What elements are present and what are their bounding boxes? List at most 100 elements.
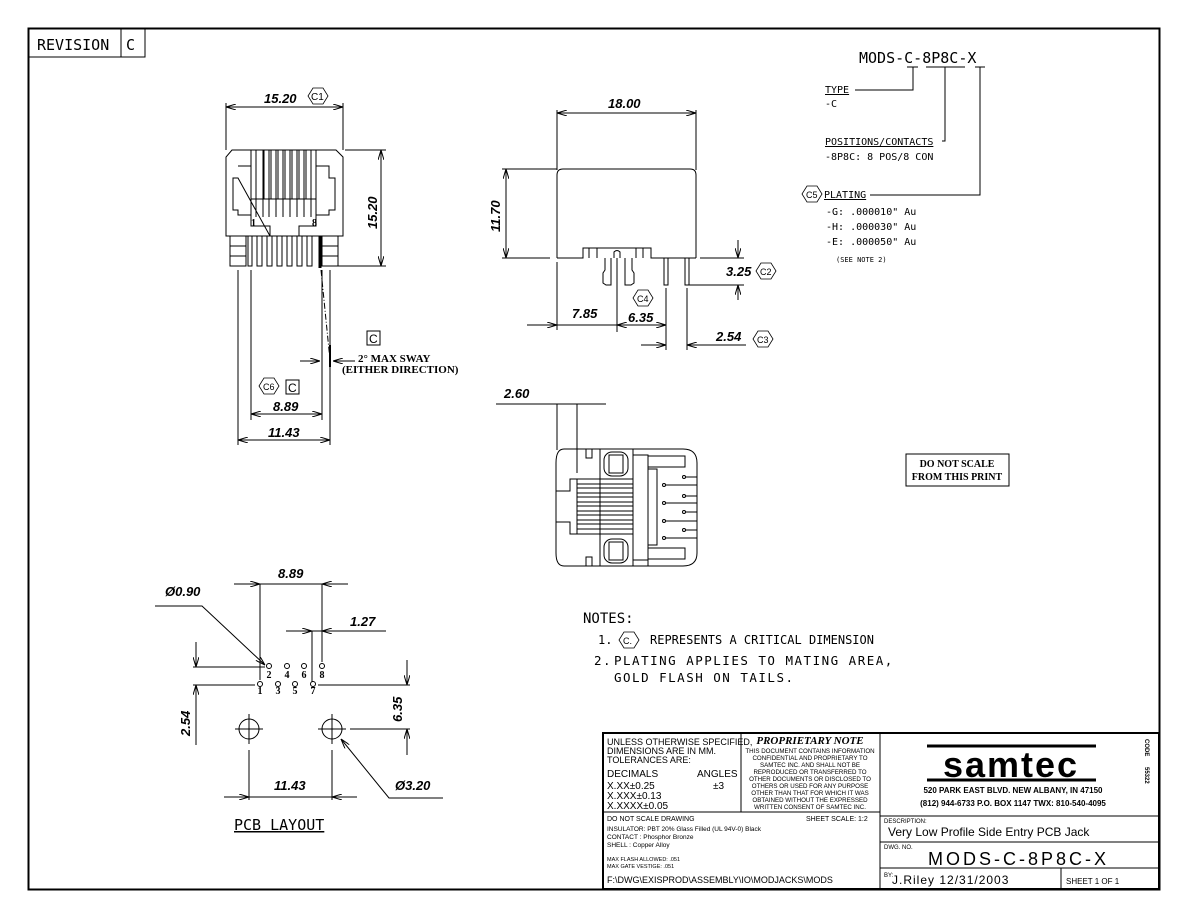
sway-text-1: 2° MAX SWAY xyxy=(358,353,431,365)
callout-part-number: MODS-C-8P8C-X xyxy=(859,49,976,67)
company-address: 520 PARK EAST BLVD. NEW ALBANY, IN 47150 xyxy=(923,786,1103,795)
plating-option-e: -E: .000050" Au xyxy=(826,237,916,248)
material-contact: CONTACT : Phosphor Bronze xyxy=(607,834,694,841)
pcb-pin-2: 2 xyxy=(267,670,272,681)
positions-label: POSITIONS/CONTACTS xyxy=(825,137,933,148)
pcb-pin-3: 3 xyxy=(276,686,281,697)
side-tail-marker: C2 xyxy=(760,267,772,277)
revision-label: REVISION xyxy=(37,36,109,54)
tol-header-3: TOLERANCES ARE: xyxy=(607,755,691,765)
do-not-scale-drawing: DO NOT SCALE DRAWING xyxy=(607,816,695,823)
front-pin-1: 1 xyxy=(251,218,256,229)
front-width-dim: 15.20 xyxy=(264,91,297,106)
prop-line-6: OTHERS OR USED FOR ANY PURPOSE xyxy=(752,783,868,790)
pcb-layout-title: PCB LAYOUT xyxy=(234,816,324,834)
note-2-text: PLATING APPLIES TO MATING AREA, xyxy=(614,653,894,668)
prop-line-1: THIS DOCUMENT CONTAINS INFORMATION xyxy=(745,748,874,755)
by-label: BY: xyxy=(884,873,894,879)
note-1-marker: C. xyxy=(623,636,632,646)
revision-value: C xyxy=(126,36,135,54)
file-path: F:\DWG\EXISPROD\ASSEMBLY\IO\MODJACKS\MOD… xyxy=(607,875,833,885)
plating-label: PLATING xyxy=(824,190,866,201)
front-width-marker: C1 xyxy=(311,92,324,103)
top-offset-dim: 2.60 xyxy=(503,386,530,401)
side-code-2: 55322 xyxy=(1143,767,1149,784)
decimals-label: DECIMALS xyxy=(607,769,658,780)
company-phone: (812) 944-6733 P.O. BOX 1147 TWX: 810-54… xyxy=(920,799,1106,808)
prop-line-8: OBTAINED WITHOUT THE EXPRESSED xyxy=(752,797,868,804)
tol-xx: X.XX±0.25 xyxy=(607,781,655,792)
samtec-logo: samtec xyxy=(927,744,1096,785)
front-rev-flag-1: C xyxy=(369,332,378,346)
type-value: -C xyxy=(825,99,837,110)
angle-tol: ±3 xyxy=(713,781,724,792)
proprietary-title: PROPRIETARY NOTE xyxy=(756,735,863,747)
prop-line-5: OTHER DOCUMENTS OR DISCLOSED TO xyxy=(749,776,871,783)
stamp-line-2: FROM THIS PRINT xyxy=(912,472,1003,483)
front-view: 15.20 C1 1 8 15.20 xyxy=(225,87,459,445)
max-gate: MAX GATE VESTIGE: .051 xyxy=(607,864,674,870)
stamp-line-1: DO NOT SCALE xyxy=(920,459,995,470)
by-value: J.Riley 12/31/2003 xyxy=(892,873,1009,887)
note-2-text-2: GOLD FLASH ON TAILS. xyxy=(614,670,795,685)
dwg-no-label: DWG. NO. xyxy=(884,845,913,851)
description-value: Very Low Profile Side Entry PCB Jack xyxy=(888,825,1090,839)
max-flash: MAX FLASH ALLOWED: .051 xyxy=(607,857,680,863)
side-view: 18.00 11.70 3.25 C2 C4 xyxy=(488,96,777,350)
front-rev-flag-2: C xyxy=(288,381,297,395)
pcb-row-dim: 2.54 xyxy=(178,710,193,737)
pcb-pitch-dim: 1.27 xyxy=(350,614,376,629)
do-not-scale-stamp: DO NOT SCALE FROM THIS PRINT xyxy=(905,453,1010,487)
tol-xxx: X.XXX±0.13 xyxy=(607,791,662,802)
drawing-border xyxy=(27,27,1161,891)
pcb-post-dia: Ø3.20 xyxy=(395,778,431,793)
tol-xxxx: X.XXXX±0.05 xyxy=(607,801,669,812)
side-length-dim: 18.00 xyxy=(608,96,641,111)
note-2-num: 2. xyxy=(594,653,612,668)
title-block: UNLESS OTHERWISE SPECIFIED, DIMENSIONS A… xyxy=(602,732,1160,890)
side-height-dim: 11.70 xyxy=(488,200,503,232)
front-pitch-marker: C6 xyxy=(263,382,275,392)
description-label: DESCRIPTION: xyxy=(884,819,927,825)
side-tail-dim: 3.25 xyxy=(726,264,752,279)
tol-header-2: DIMENSIONS ARE IN MM. xyxy=(607,746,716,756)
pcb-hole-dia: Ø0.90 xyxy=(165,584,201,599)
pcb-pin-1: 1 xyxy=(258,686,263,697)
pcb-layout: 8.89 Ø0.90 1.27 2 4 6 8 1 3 5 7 2.54 xyxy=(155,566,443,834)
pcb-post-span-dim: 11.43 xyxy=(274,778,306,793)
side-spacing-marker: C3 xyxy=(757,335,769,345)
note-1-num: 1. xyxy=(598,633,612,647)
pcb-post-row-dim: 6.35 xyxy=(390,696,405,722)
positions-value: -8P8C: 8 POS/8 CON xyxy=(825,152,933,163)
front-overall-dim: 11.43 xyxy=(268,425,300,440)
samtec-logo-text: samtec xyxy=(943,744,1079,785)
revision-box: REVISION C xyxy=(28,28,146,58)
plating-option-h: -H: .000030" Au xyxy=(826,222,916,233)
front-height-dim: 15.20 xyxy=(365,196,380,229)
pcb-pin-7: 7 xyxy=(311,686,316,697)
pcb-pin-4: 4 xyxy=(285,670,290,681)
prop-line-7: OTHER THAN THAT FOR WHICH IT WAS xyxy=(751,790,868,797)
side-offset-dim: 7.85 xyxy=(572,306,598,321)
side-post-marker: C4 xyxy=(637,294,649,304)
front-pitch-dim: 8.89 xyxy=(273,399,299,414)
material-insulator: INSULATOR: PBT 20% Glass Filled (UL 94V-… xyxy=(607,826,762,833)
note-1-text: REPRESENTS A CRITICAL DIMENSION xyxy=(650,633,874,647)
top-view: 2.60 xyxy=(496,386,698,567)
pcb-pin-8: 8 xyxy=(320,670,325,681)
side-post-dim: 6.35 xyxy=(628,310,654,325)
material-shell: SHELL : Copper Alloy xyxy=(607,842,670,849)
side-code-1: CODE xyxy=(1143,739,1149,756)
dwg-no-value: MODS-C-8P8C-X xyxy=(928,849,1109,869)
pcb-pin-5: 5 xyxy=(293,686,298,697)
sway-text-2: (EITHER DIRECTION) xyxy=(342,364,459,376)
prop-line-3: SAMTEC INC. AND SHALL NOT BE xyxy=(760,762,860,769)
front-pin-8: 8 xyxy=(312,218,317,229)
part-number-callout: MODS-C-8P8C-X TYPE -C POSITIONS/CONTACTS… xyxy=(801,49,985,264)
pcb-pin-6: 6 xyxy=(302,670,307,681)
tol-header-1: UNLESS OTHERWISE SPECIFIED, xyxy=(607,737,752,747)
notes-title: NOTES: xyxy=(583,611,634,627)
notes: NOTES: 1. C. REPRESENTS A CRITICAL DIMEN… xyxy=(583,611,894,685)
plating-note: (SEE NOTE 2) xyxy=(836,256,887,264)
